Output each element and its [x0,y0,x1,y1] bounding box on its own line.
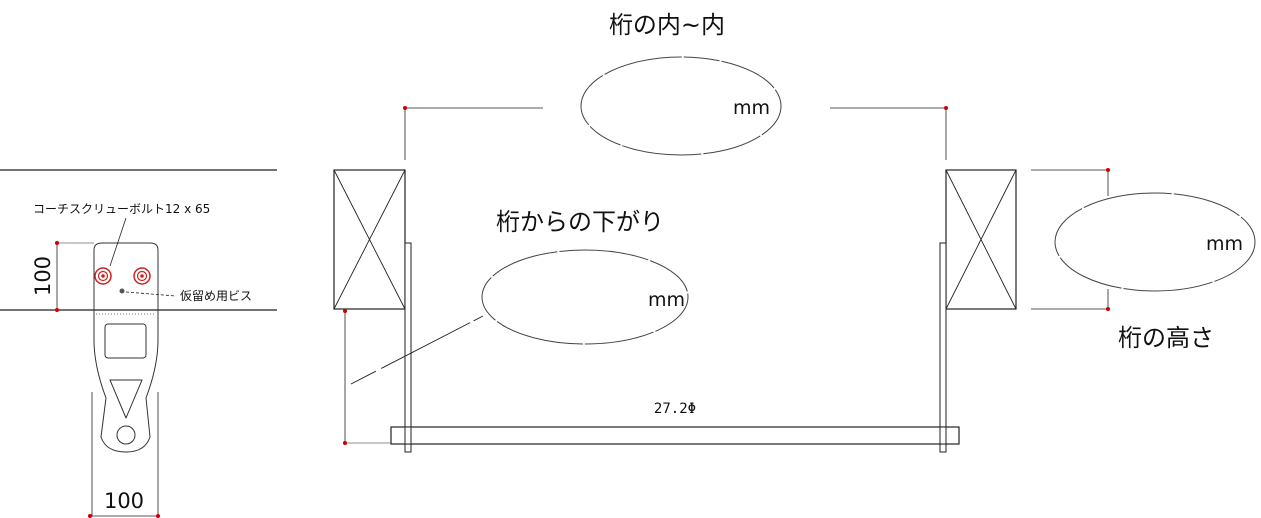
assembly-view: 27.2Φ 桁の内~内 mm 桁からの下がり mm mm 桁の高さ [333,11,1256,453]
drop-input-ellipse [481,249,689,345]
dim-point [55,241,59,245]
temp-screw-icon [119,288,125,294]
span-input-ellipse [580,56,782,156]
drop-leader-line [350,315,484,385]
dim-point [1106,168,1110,172]
drop-label: 桁からの下がり [496,208,664,236]
span-inner-label: 桁の内~内 [609,11,725,39]
coach-bolt-right-icon [133,267,151,285]
dim-point [944,106,948,110]
dim-point [403,106,407,110]
bracket-triangle-cutout [109,379,143,419]
dim-point [343,309,347,313]
screw-label: 仮留め用ビス [180,289,252,303]
bracket-plate-outline [93,242,159,453]
dim-point [156,514,160,518]
right-beam-section [945,169,1017,310]
beam-height-label: 桁の高さ [1118,324,1214,352]
drop-unit: mm [648,289,685,311]
dim-point [343,441,347,445]
dim-point [1106,307,1110,311]
left-beam-section [333,169,406,310]
pipe-diameter-label: 27.2Φ [654,401,696,417]
height-input-ellipse [1054,192,1256,292]
left-hanger-bracket [404,242,412,453]
bracket-pivot-hole [116,425,136,445]
width-100-label: 100 [104,489,144,513]
right-hanger-bracket [939,242,947,453]
bracket-slot-window [104,323,147,359]
dim-point [88,514,92,518]
span-unit: mm [733,97,770,119]
bolt-leader-line [109,217,127,267]
height-100-label: 100 [31,256,55,296]
coach-bolt-left-icon [94,267,112,285]
height-unit: mm [1206,233,1243,255]
bracket-detail: コーチスクリューボルト12 x 65 仮留め用ビス 100 100 [0,169,277,518]
bolt-label: コーチスクリューボルト12 x 65 [33,202,210,216]
dim-point [55,308,59,312]
pipe [390,426,960,445]
screw-leader-line [125,291,177,297]
